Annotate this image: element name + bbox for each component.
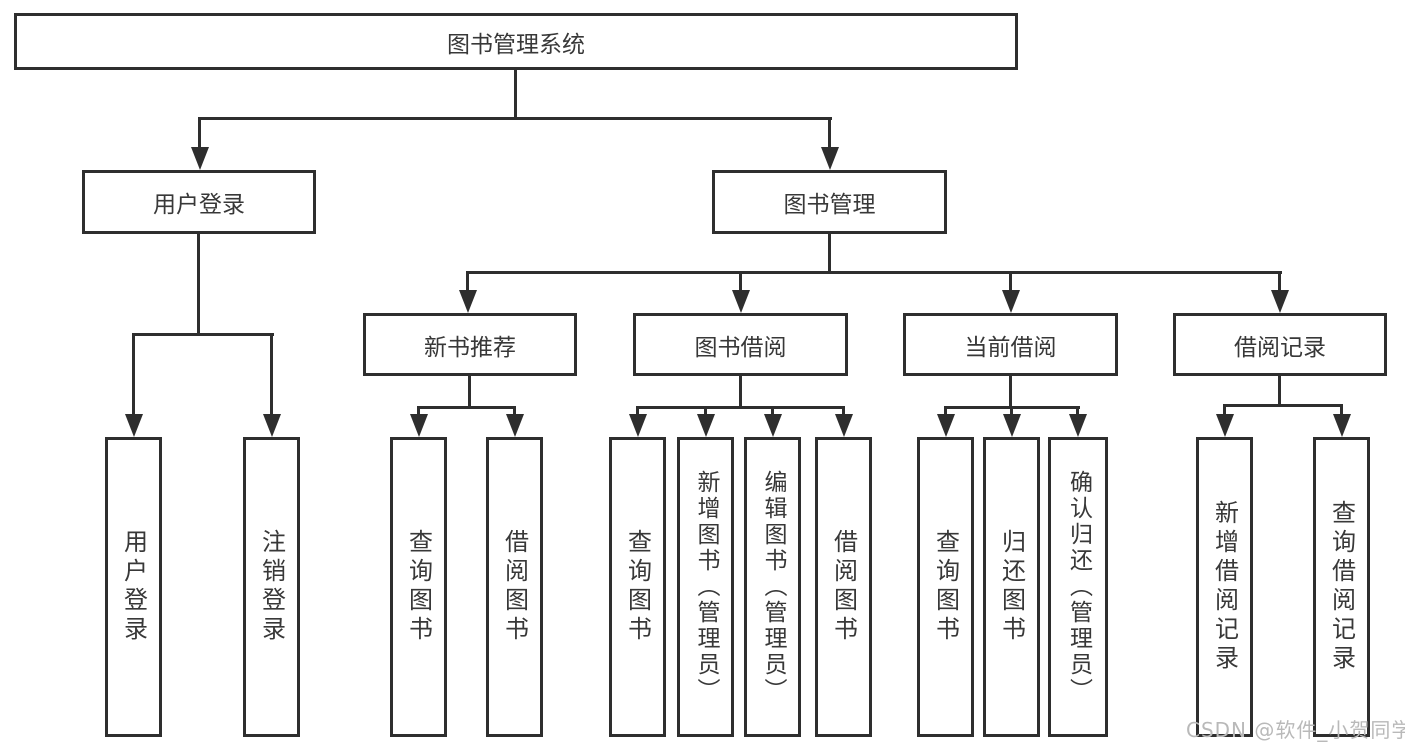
arrowhead-down-icon bbox=[1332, 414, 1351, 437]
leaf-query-book-current: 查询图书 bbox=[917, 437, 974, 737]
node-book-borrowing-label: 图书借阅 bbox=[694, 334, 787, 361]
node-borrow-records-label: 借阅记录 bbox=[1234, 334, 1326, 361]
node-current-borrowing-label: 当前借阅 bbox=[964, 334, 1057, 361]
connector-line bbox=[704, 406, 707, 417]
leaf-return-book-label: 归还图书 bbox=[997, 529, 1026, 645]
leaf-borrow-book-label: 借阅图书 bbox=[829, 529, 858, 645]
connector-line bbox=[513, 406, 516, 417]
connector-line bbox=[771, 406, 774, 417]
arrowhead-down-icon bbox=[936, 414, 955, 437]
leaf-logout: 注销登录 bbox=[243, 437, 300, 737]
leaf-add-book-admin: 新增图书（管理员） bbox=[677, 437, 734, 737]
arrowhead-down-icon bbox=[458, 290, 477, 313]
node-book-management: 图书管理 bbox=[712, 170, 947, 234]
connector-line bbox=[198, 117, 832, 120]
arrowhead-down-icon bbox=[262, 414, 281, 437]
connector-line bbox=[1278, 271, 1281, 293]
connector-line bbox=[466, 271, 1282, 274]
leaf-query-book-borrowing-label: 查询图书 bbox=[623, 529, 652, 645]
leaf-query-borrow-record: 查询借阅记录 bbox=[1313, 437, 1370, 737]
connector-line bbox=[1009, 271, 1012, 293]
node-user-login-label: 用户登录 bbox=[153, 192, 245, 218]
connector-line bbox=[270, 333, 273, 415]
arrowhead-down-icon bbox=[731, 290, 750, 313]
arrowhead-down-icon bbox=[1069, 414, 1087, 437]
node-current-borrowing: 当前借阅 bbox=[903, 313, 1118, 376]
connector-line bbox=[828, 234, 831, 274]
leaf-add-borrow-record: 新增借阅记录 bbox=[1196, 437, 1253, 737]
arrowhead-down-icon bbox=[763, 414, 782, 437]
leaf-query-book-borrowing: 查询图书 bbox=[609, 437, 666, 737]
node-user-login: 用户登录 bbox=[82, 170, 316, 234]
node-book-management-label: 图书管理 bbox=[783, 192, 876, 218]
leaf-borrow-book: 借阅图书 bbox=[815, 437, 872, 737]
connector-line bbox=[1076, 406, 1079, 417]
arrowhead-down-icon bbox=[505, 414, 524, 437]
node-new-book-recommend: 新书推荐 bbox=[363, 313, 577, 376]
arrowhead-down-icon bbox=[409, 414, 428, 437]
arrowhead-down-icon bbox=[820, 147, 839, 170]
connector-line bbox=[636, 406, 845, 409]
connector-line bbox=[468, 376, 471, 409]
leaf-borrow-book-recommend: 借阅图书 bbox=[486, 437, 543, 737]
arrowhead-down-icon bbox=[1002, 414, 1021, 437]
connector-line bbox=[739, 376, 742, 409]
connector-line bbox=[417, 406, 516, 409]
connector-line bbox=[417, 406, 420, 417]
connector-line bbox=[466, 271, 469, 293]
leaf-return-book: 归还图书 bbox=[983, 437, 1040, 737]
node-library-system-label: 图书管理系统 bbox=[447, 31, 585, 58]
leaf-query-book-current-label: 查询图书 bbox=[931, 529, 960, 645]
arrowhead-down-icon bbox=[1270, 290, 1289, 313]
leaf-query-borrow-record-label: 查询借阅记录 bbox=[1327, 500, 1356, 674]
node-library-system: 图书管理系统 bbox=[14, 13, 1018, 70]
connector-line bbox=[842, 406, 845, 417]
leaf-query-book-recommend: 查询图书 bbox=[390, 437, 447, 737]
arrowhead-down-icon bbox=[124, 414, 143, 437]
node-new-book-recommend-label: 新书推荐 bbox=[424, 334, 516, 361]
leaf-edit-book-admin-label: 编辑图书（管理员） bbox=[760, 470, 786, 704]
arrowhead-down-icon bbox=[834, 414, 853, 437]
arrowhead-down-icon bbox=[696, 414, 715, 437]
arrowhead-down-icon bbox=[1215, 414, 1234, 437]
connector-line bbox=[1278, 376, 1281, 407]
leaf-borrow-book-recommend-label: 借阅图书 bbox=[500, 529, 529, 645]
connector-line bbox=[1340, 404, 1343, 417]
connector-line bbox=[739, 271, 742, 293]
leaf-add-book-admin-label: 新增图书（管理员） bbox=[693, 470, 719, 704]
leaf-query-book-recommend-label: 查询图书 bbox=[404, 529, 433, 645]
node-book-borrowing: 图书借阅 bbox=[633, 313, 848, 376]
node-borrow-records: 借阅记录 bbox=[1173, 313, 1387, 376]
connector-line bbox=[198, 117, 201, 148]
connector-line bbox=[944, 406, 947, 417]
leaf-logout-label: 注销登录 bbox=[257, 529, 286, 645]
connector-line bbox=[636, 406, 639, 417]
arrowhead-down-icon bbox=[190, 147, 209, 170]
connector-line bbox=[1223, 404, 1226, 417]
connector-line bbox=[132, 333, 274, 336]
leaf-confirm-return-admin: 确认归还（管理员） bbox=[1048, 437, 1108, 737]
connector-line bbox=[514, 70, 517, 119]
watermark: CSDN @软件_小贺同学 bbox=[1186, 718, 1405, 742]
connector-line bbox=[1223, 404, 1343, 407]
leaf-user-login-label: 用户登录 bbox=[119, 529, 148, 645]
leaf-confirm-return-admin-label: 确认归还（管理员） bbox=[1065, 470, 1092, 704]
connector-line bbox=[1009, 376, 1012, 409]
connector-line bbox=[1010, 406, 1013, 417]
leaf-edit-book-admin: 编辑图书（管理员） bbox=[744, 437, 801, 737]
leaf-add-borrow-record-label: 新增借阅记录 bbox=[1210, 500, 1239, 674]
arrowhead-down-icon bbox=[1001, 290, 1020, 313]
leaf-user-login: 用户登录 bbox=[105, 437, 162, 737]
connector-line bbox=[828, 117, 831, 148]
arrowhead-down-icon bbox=[628, 414, 647, 437]
connector-line bbox=[132, 333, 135, 415]
connector-line bbox=[197, 234, 200, 335]
